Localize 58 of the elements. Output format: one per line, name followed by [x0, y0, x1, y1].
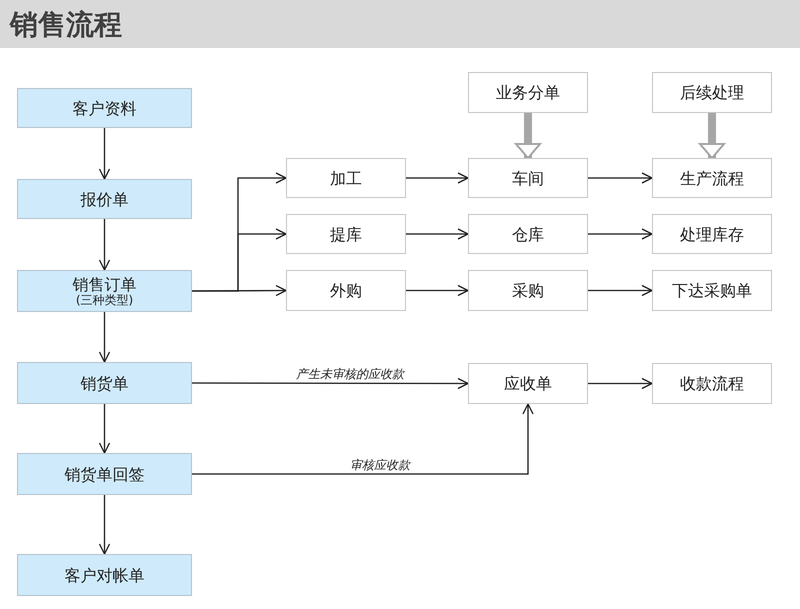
arrow: [192, 403, 534, 475]
step-box: [286, 158, 406, 198]
process-box: [17, 453, 192, 495]
step-box: [468, 270, 588, 311]
page-title: 销售流程: [10, 7, 122, 43]
hollow-arrow: [699, 113, 725, 159]
arrow: [98, 128, 110, 180]
arrow: [588, 228, 653, 240]
box-label: 报价单: [80, 190, 128, 208]
edge-label: 产生未审核的应收款: [294, 367, 406, 381]
step-box: [652, 214, 772, 254]
step-box: [468, 72, 588, 113]
process-box: [17, 270, 192, 312]
arrow: [192, 378, 469, 390]
box-label: 仓库: [512, 224, 544, 244]
step-box: [652, 72, 772, 113]
box-label: 销货单: [80, 374, 128, 392]
arrow: [406, 228, 469, 240]
box-label: 加工: [330, 168, 362, 188]
box-label: 销货单回签: [64, 464, 144, 484]
box-label: 后续处理: [680, 83, 744, 102]
step-box: [468, 363, 588, 404]
arrow: [98, 312, 110, 363]
step-box: [652, 363, 772, 404]
step-box: [652, 270, 772, 311]
box-note: (三种类型): [76, 294, 134, 307]
box-label: 下达采购单: [672, 281, 752, 300]
step-box: [468, 158, 588, 198]
box-label: 提库: [330, 224, 362, 244]
arrow: [98, 219, 110, 271]
arrow: [588, 172, 653, 184]
box-label: 应收单: [504, 374, 552, 393]
box-label: 采购: [512, 281, 544, 300]
box-label: 处理库存: [680, 224, 744, 244]
arrow: [98, 404, 110, 454]
step-box: [652, 158, 772, 198]
process-box: [17, 179, 192, 219]
box-label: 车间: [512, 168, 544, 188]
arrow: [406, 172, 469, 184]
box-label: 销售订单: [72, 275, 136, 294]
box-label: 生产流程: [680, 168, 744, 188]
box-label: 外购: [330, 281, 362, 300]
process-box: [17, 554, 192, 596]
arrow: [588, 378, 653, 390]
box-label: 客户资料: [72, 98, 136, 118]
arrow: [588, 284, 653, 296]
box-label: 收款流程: [680, 374, 744, 393]
arrow: [192, 284, 287, 296]
process-box: [17, 88, 192, 128]
box-label: 业务分单: [496, 83, 560, 102]
arrow: [406, 284, 469, 296]
step-box: [286, 270, 406, 311]
process-box: [17, 362, 192, 404]
hollow-arrow: [515, 113, 541, 159]
step-box: [468, 214, 588, 254]
arrow: [98, 495, 110, 555]
box-label: 客户对帐单: [64, 566, 144, 584]
step-box: [286, 214, 406, 254]
